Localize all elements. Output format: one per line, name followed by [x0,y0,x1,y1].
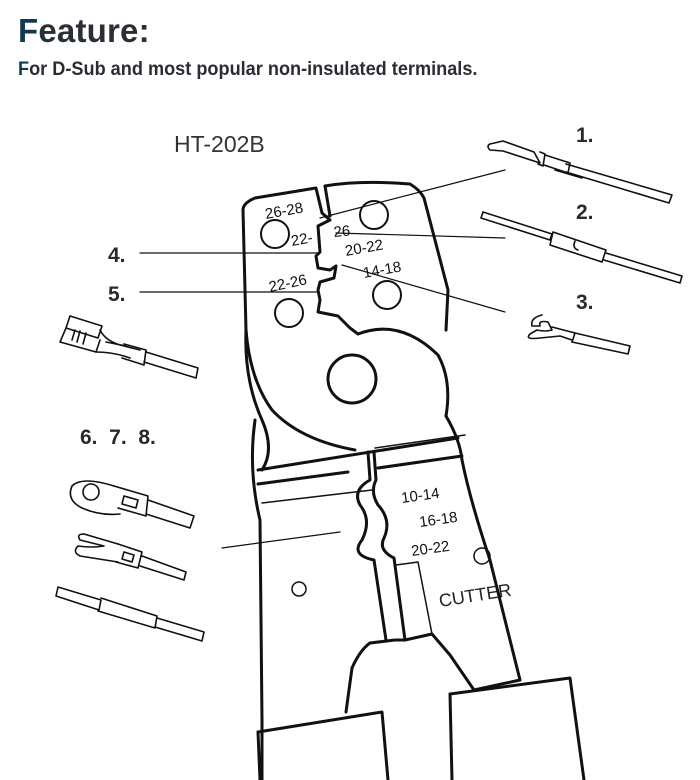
crimper-body [250,414,522,780]
gauge-16-18: 16-18 [418,509,458,531]
gauge-26: 26 [333,223,351,241]
terminal-2-butt-splice [480,211,683,284]
terminal-7-fork [74,533,187,581]
title-rest: eature: [38,12,150,49]
feature-title: Feature: [18,12,150,50]
terminal-female-disconnect [59,315,199,379]
model-label: HT-202B [174,131,265,157]
callout-3: 3. [576,291,594,314]
callout-1: 1. [576,124,594,147]
lower-die-labels: 10-14 16-18 20-22 CUTTER [400,485,513,611]
terminal-8-butt-splice [55,586,205,642]
die-holes [260,200,402,405]
handle-grips [256,676,586,780]
die-hole [359,200,389,230]
leader-678 [221,531,341,549]
leader-1 [319,169,506,219]
callout-6-7-8: 6. 7. 8. [80,426,156,449]
callout-numbers: 1. 2. 3. 4. 5. 6. 7. 8. [80,124,594,449]
gauge-10-14: 10-14 [400,485,440,507]
subtitle-initial: F [18,58,30,80]
left-grip-edge [256,730,262,780]
feature-subtitle: For D-Sub and most popular non-insulated… [18,58,477,81]
rivet [473,547,491,565]
gauge-26-28: 26-28 [264,200,305,223]
die-hole [260,219,290,249]
title-initial: F [18,12,39,49]
subtitle-rest: or D-Sub and most popular non-insulated … [29,58,478,80]
leader-2 [335,232,506,239]
callout-2: 2. [576,201,594,224]
rivet [291,581,307,597]
gauge-20-22: 20-22 [410,538,450,560]
gauge-20-22: 20-22 [344,237,385,260]
pivot-hole [326,353,378,405]
callout-4: 4. [108,244,126,267]
crimper-head [241,180,450,472]
gauge-22: 22- [290,229,314,250]
right-grip-edge [448,692,454,780]
callout-5: 5. [108,283,126,306]
leader-lines [139,169,506,549]
left-grip [256,710,390,780]
die-hole [274,298,304,328]
terminal-3-spade [527,314,631,355]
terminal-1-dsub-pin [487,140,673,204]
die-hole [372,280,402,310]
right-grip [448,676,586,780]
gauge-14-18: 14-18 [362,259,403,282]
leader-3 [341,264,506,313]
terminal-6-ring [69,480,195,529]
